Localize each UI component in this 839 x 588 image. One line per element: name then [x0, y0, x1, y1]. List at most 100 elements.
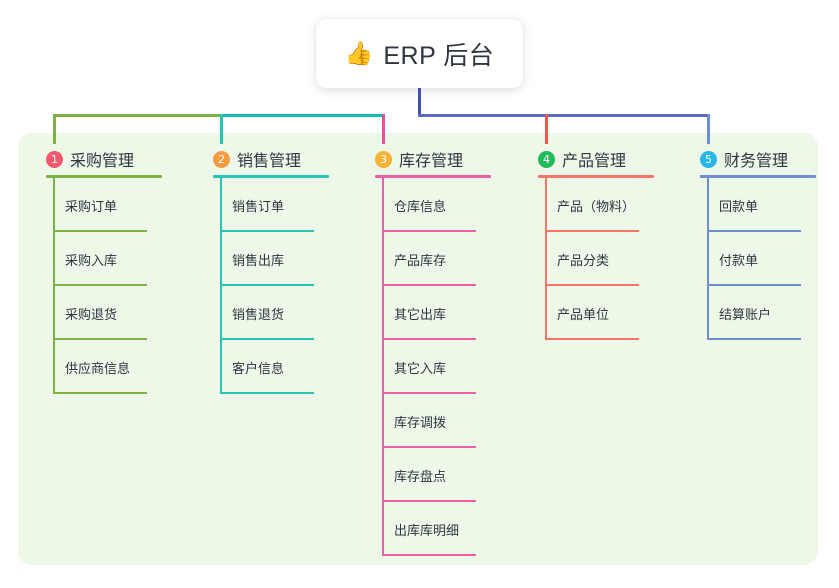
leaf-underline [707, 284, 801, 286]
column-2: 2 销售管理销售订单销售出库销售退货客户信息 [199, 140, 359, 394]
header-underline [213, 175, 329, 178]
leaf-underline [53, 230, 147, 232]
drop-stub-1 [53, 114, 56, 144]
number-badge-icon: 3 [375, 150, 392, 168]
header-underline [46, 175, 162, 178]
leaf-label: 客户信息 [232, 360, 285, 376]
leaf-underline [382, 446, 476, 448]
leaf-underline [382, 500, 476, 502]
leaf-item[interactable]: 采购入库 [32, 232, 192, 286]
leaf-label: 产品（物料） [557, 198, 636, 214]
leaf-label: 销售订单 [232, 198, 285, 214]
leaf-item[interactable]: 销售退货 [199, 286, 359, 340]
page-title: ERP 后台 [383, 41, 495, 70]
column-header-5[interactable]: 5 财务管理 [686, 140, 839, 178]
leaf-underline [382, 338, 476, 340]
leaf-label: 库存盘点 [394, 468, 447, 484]
leaf-label: 供应商信息 [65, 360, 131, 376]
leaf-list: 仓库信息产品库存其它出库其它入库库存调拨库存盘点出库库明细 [361, 178, 521, 556]
leaf-underline [382, 230, 476, 232]
leaf-label: 销售退货 [232, 306, 285, 322]
number-badge-icon: 2 [213, 150, 230, 168]
leaf-underline [220, 338, 314, 340]
leaf-item[interactable]: 库存盘点 [361, 448, 521, 502]
leaf-underline [545, 284, 639, 286]
leaf-item[interactable]: 其它出库 [361, 286, 521, 340]
number-badge-icon: 1 [46, 150, 63, 168]
column-5: 5 财务管理回款单付款单结算账户 [686, 140, 839, 340]
leaf-item[interactable]: 库存调拨 [361, 394, 521, 448]
leaf-label: 销售出库 [232, 252, 285, 268]
branch-spine [545, 178, 547, 340]
branch-spine [382, 178, 384, 556]
leaf-label: 仓库信息 [394, 198, 447, 214]
leaf-label: 产品分类 [557, 252, 610, 268]
leaf-label: 付款单 [719, 252, 759, 268]
leaf-item[interactable]: 付款单 [686, 232, 839, 286]
drop-stub-2 [220, 114, 223, 144]
leaf-underline [53, 338, 147, 340]
leaf-label: 采购退货 [65, 306, 118, 322]
root-node[interactable]: 👍 ERP 后台 [316, 19, 523, 88]
header-underline [538, 175, 654, 178]
leaf-underline [382, 284, 476, 286]
leaf-item[interactable]: 销售订单 [199, 178, 359, 232]
drop-stub-5 [707, 114, 710, 144]
leaf-item[interactable]: 供应商信息 [32, 340, 192, 394]
leaf-underline [382, 392, 476, 394]
leaf-label: 出库库明细 [394, 522, 460, 538]
leaf-label: 库存调拨 [394, 414, 447, 430]
leaf-underline [545, 230, 639, 232]
branch-spine [53, 178, 55, 394]
leaf-item[interactable]: 出库库明细 [361, 502, 521, 556]
leaf-underline [220, 392, 314, 394]
leaf-label: 产品单位 [557, 306, 610, 322]
leaf-item[interactable]: 仓库信息 [361, 178, 521, 232]
leaf-item[interactable]: 产品分类 [524, 232, 684, 286]
leaf-underline [707, 230, 801, 232]
bar-segment-right [418, 114, 710, 117]
leaf-label: 产品库存 [394, 252, 447, 268]
leaf-label: 回款单 [719, 198, 759, 214]
leaf-list: 采购订单采购入库采购退货供应商信息 [32, 178, 192, 394]
leaf-underline [53, 284, 147, 286]
leaf-list: 回款单付款单结算账户 [686, 178, 839, 340]
leaf-label: 结算账户 [719, 306, 772, 322]
leaf-item[interactable]: 结算账户 [686, 286, 839, 340]
leaf-label: 采购入库 [65, 252, 118, 268]
leaf-list: 销售订单销售出库销售退货客户信息 [199, 178, 359, 394]
header-underline [375, 175, 491, 178]
drop-stub-3 [382, 114, 385, 144]
column-header-2[interactable]: 2 销售管理 [199, 140, 359, 178]
leaf-label: 采购订单 [65, 198, 118, 214]
leaf-item[interactable]: 采购订单 [32, 178, 192, 232]
leaf-underline [545, 338, 639, 340]
leaf-item[interactable]: 产品单位 [524, 286, 684, 340]
bar-segment-2 [220, 114, 385, 117]
leaf-item[interactable]: 其它入库 [361, 340, 521, 394]
leaf-label: 其它入库 [394, 360, 447, 376]
number-badge-icon: 5 [700, 150, 717, 168]
content-panel [18, 133, 818, 565]
leaf-underline [707, 338, 801, 340]
number-badge-icon: 4 [538, 150, 555, 168]
bar-segment-1 [53, 114, 223, 117]
leaf-item[interactable]: 客户信息 [199, 340, 359, 394]
leaf-item[interactable]: 销售出库 [199, 232, 359, 286]
leaf-item[interactable]: 产品（物料） [524, 178, 684, 232]
leaf-underline [53, 392, 147, 394]
leaf-item[interactable]: 产品库存 [361, 232, 521, 286]
column-title: 销售管理 [237, 153, 302, 170]
leaf-item[interactable]: 采购退货 [32, 286, 192, 340]
column-title: 财务管理 [724, 153, 789, 170]
root-connector-line [418, 88, 421, 117]
leaf-label: 其它出库 [394, 306, 447, 322]
leaf-item[interactable]: 回款单 [686, 178, 839, 232]
branch-spine [220, 178, 222, 394]
leaf-underline [382, 554, 476, 556]
